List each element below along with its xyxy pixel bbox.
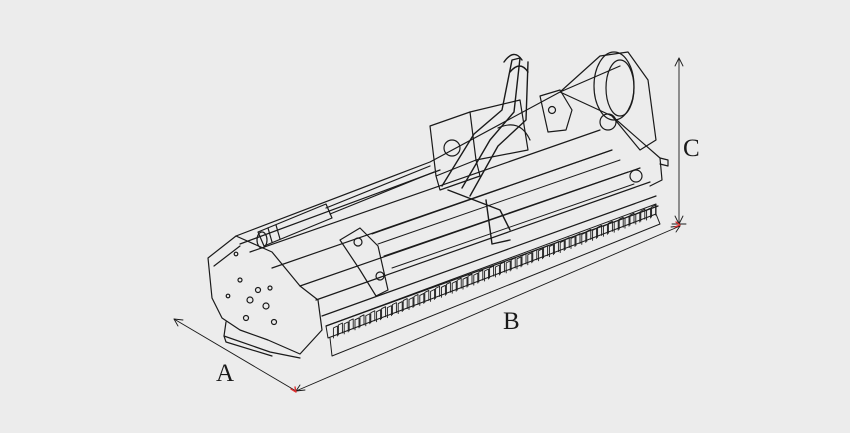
flail-blades: [325, 203, 661, 357]
front-bracket: [339, 227, 389, 297]
flail-tooth: [548, 241, 559, 258]
flail-tooth: [408, 294, 419, 310]
flail-teeth: [332, 204, 657, 339]
rear-bracket: [539, 89, 573, 133]
flail-tooth: [376, 306, 387, 323]
flail-tooth: [602, 220, 613, 237]
flail-tooth: [581, 228, 592, 245]
flail-tooth: [613, 216, 624, 233]
flail-tooth: [624, 212, 635, 229]
flail-tooth: [451, 277, 462, 294]
pulley-housing: [559, 51, 669, 187]
flail-tooth: [570, 233, 581, 249]
flail-tooth: [343, 318, 354, 335]
flail-tooth: [527, 249, 538, 266]
flail-tooth: [386, 302, 397, 319]
flail-tooth: [592, 224, 603, 241]
flail-tooth: [646, 204, 657, 221]
mower-hood: [235, 65, 659, 327]
flail-tooth: [635, 208, 646, 225]
flail-tooth: [354, 314, 365, 331]
dimension-markers: [290, 221, 681, 393]
flail-tooth: [516, 253, 527, 270]
flail-tooth: [397, 298, 408, 315]
left-end-plate: [207, 235, 323, 359]
flail-tooth: [494, 261, 505, 278]
flail-tooth: [505, 257, 516, 274]
dimension-a-label: A: [216, 360, 235, 387]
flail-tooth: [484, 265, 495, 282]
dimension-a-line: [173, 318, 297, 392]
flail-tooth: [538, 245, 549, 262]
dimension-c-label: C: [683, 135, 700, 162]
flail-tooth: [430, 285, 441, 302]
flail-tooth: [365, 310, 376, 327]
dimension-b-line: [295, 225, 681, 392]
dimension-b-label: B: [503, 308, 520, 335]
gearbox: [429, 99, 531, 191]
flail-tooth: [559, 237, 570, 254]
flail-tooth: [440, 281, 451, 298]
flail-tooth: [419, 289, 430, 306]
three-point-hitch: [441, 53, 529, 245]
flail-tooth: [332, 322, 343, 339]
flail-tooth: [462, 273, 473, 290]
flail-tooth: [473, 269, 484, 286]
hydraulic-cylinder: [256, 165, 435, 249]
